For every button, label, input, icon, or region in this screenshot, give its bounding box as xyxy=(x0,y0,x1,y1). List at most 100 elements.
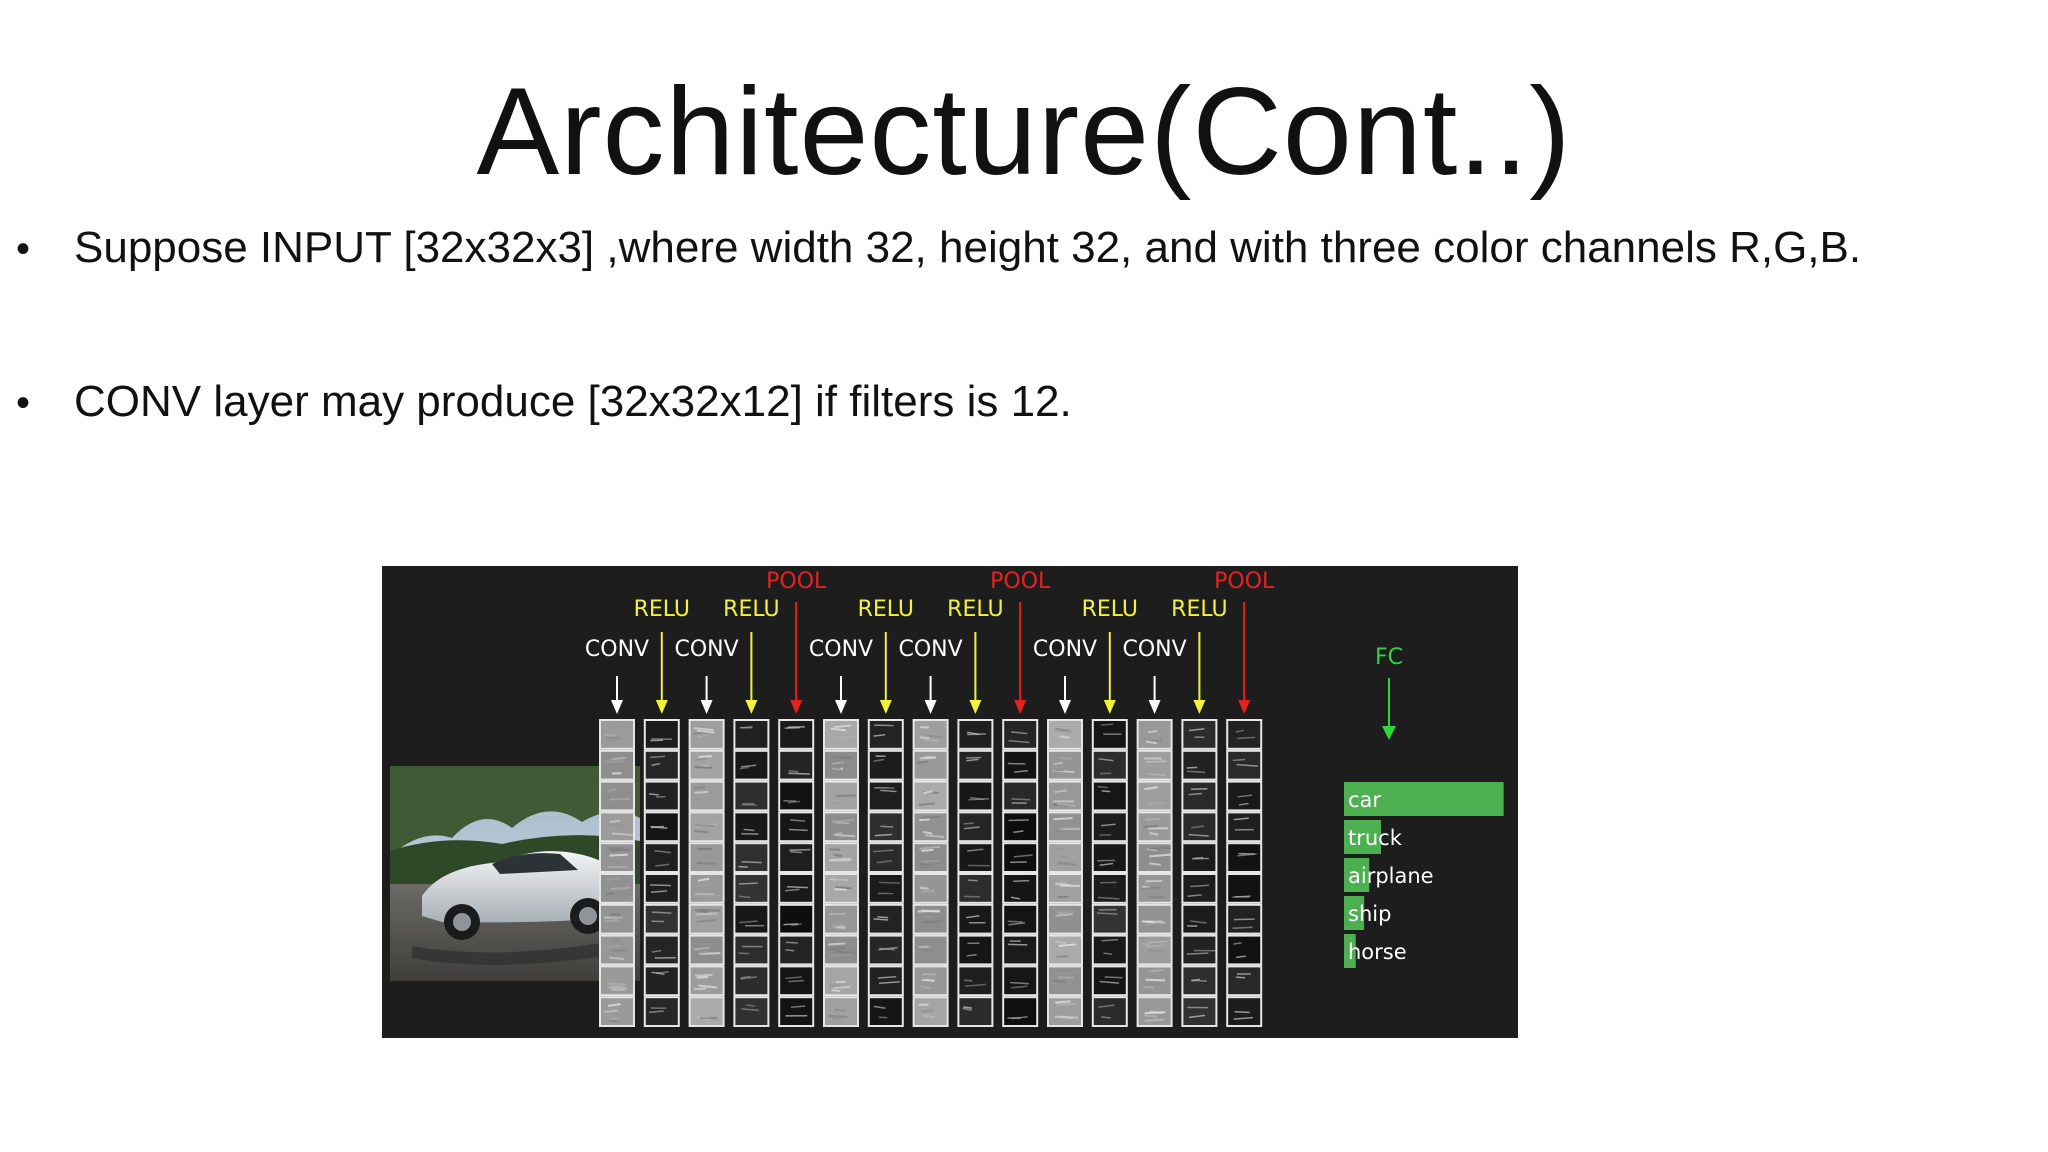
feature-map-column-conv xyxy=(823,719,859,1028)
feature-texture xyxy=(835,926,846,930)
feature-map-column-relu xyxy=(733,719,770,1028)
feature-texture xyxy=(1007,920,1023,923)
feature-texture xyxy=(873,758,884,762)
feature-map-cell xyxy=(867,965,904,997)
feature-texture xyxy=(1058,943,1077,947)
feature-texture xyxy=(1191,978,1201,982)
fc-label: FC xyxy=(1375,645,1403,670)
feature-texture xyxy=(966,953,977,957)
feature-texture xyxy=(828,942,846,946)
feature-texture xyxy=(1098,896,1120,900)
feature-texture xyxy=(789,850,803,854)
feature-texture xyxy=(1010,981,1029,985)
feature-map-cell xyxy=(957,873,994,904)
feature-texture xyxy=(1097,912,1118,915)
fc-arrowhead-icon xyxy=(1382,726,1396,740)
feature-texture xyxy=(740,975,751,979)
feature-texture xyxy=(919,756,936,760)
feature-texture xyxy=(968,798,989,801)
feature-map-column-relu xyxy=(1181,719,1218,1028)
feature-texture xyxy=(1008,739,1030,744)
layer-label-conv: CONV xyxy=(585,637,649,662)
feature-map-column-relu xyxy=(957,719,994,1028)
feature-texture xyxy=(741,803,757,806)
feature-texture xyxy=(739,766,749,770)
feature-texture xyxy=(832,761,844,765)
feature-map-cell xyxy=(643,996,680,1028)
feature-map-cell xyxy=(1091,996,1128,1028)
feature-texture xyxy=(1010,896,1021,900)
feature-texture xyxy=(834,950,856,954)
feature-texture xyxy=(1055,940,1067,945)
feature-map-cell xyxy=(1226,934,1263,966)
feature-map-column-pool xyxy=(1226,719,1263,1028)
feature-texture xyxy=(610,848,631,852)
feature-texture xyxy=(608,1003,621,1007)
feature-map-cell xyxy=(1091,749,1128,781)
feature-texture xyxy=(1053,761,1063,765)
feature-texture xyxy=(1013,830,1024,834)
feature-texture xyxy=(1101,823,1116,827)
layer-label-pool: POOL xyxy=(990,569,1051,594)
feature-texture xyxy=(650,755,665,759)
feature-map-cell xyxy=(778,749,815,781)
feature-map-cell xyxy=(778,873,815,904)
feature-texture xyxy=(1190,884,1210,888)
feature-texture xyxy=(1148,773,1166,777)
feature-texture xyxy=(693,852,708,856)
feature-texture xyxy=(1147,801,1165,806)
feature-texture xyxy=(649,1010,664,1014)
layer-arrowhead-icon xyxy=(1103,700,1116,714)
feature-texture xyxy=(1190,920,1207,924)
feature-texture xyxy=(787,800,800,804)
feature-texture xyxy=(608,827,617,831)
feature-texture xyxy=(611,985,628,990)
feature-texture xyxy=(1187,894,1202,897)
feature-map-cell xyxy=(957,749,994,781)
feature-texture xyxy=(962,1007,972,1011)
feature-texture xyxy=(918,802,935,806)
feature-texture xyxy=(694,786,705,790)
feature-map-cell xyxy=(643,934,680,966)
feature-texture xyxy=(1098,1004,1115,1008)
feature-map-cell xyxy=(867,996,904,1028)
feature-texture xyxy=(1008,922,1026,926)
feature-texture xyxy=(968,879,978,882)
feature-texture xyxy=(693,727,714,732)
car-photo-icon xyxy=(390,766,640,981)
feature-texture xyxy=(1145,817,1161,821)
feature-texture xyxy=(654,849,671,854)
feature-texture xyxy=(829,859,852,862)
feature-texture xyxy=(1011,1015,1028,1020)
feature-map-cell xyxy=(867,749,904,781)
feature-map-cell xyxy=(643,873,680,904)
feature-texture xyxy=(607,788,618,792)
feature-texture xyxy=(1149,831,1159,836)
layer-arrowhead-icon xyxy=(1059,700,1071,714)
feature-texture xyxy=(1188,833,1209,837)
feature-texture xyxy=(1054,789,1068,794)
feature-texture xyxy=(1145,740,1157,745)
feature-texture xyxy=(831,799,843,803)
layer-label-relu: RELU xyxy=(858,597,914,622)
bullet-item: •CONV layer may produce [32x32x12] if fi… xyxy=(16,374,1072,431)
feature-texture xyxy=(699,952,721,955)
feature-texture xyxy=(650,890,668,894)
feature-texture xyxy=(921,920,943,924)
feature-texture xyxy=(1055,971,1078,975)
feature-texture xyxy=(1058,880,1068,884)
feature-texture xyxy=(1191,825,1205,829)
feature-map-cell xyxy=(688,996,725,1028)
feature-texture xyxy=(1149,853,1171,858)
feature-texture xyxy=(1235,729,1245,733)
feature-texture xyxy=(873,849,894,853)
feature-texture xyxy=(605,760,625,764)
feature-map-cell xyxy=(1047,749,1083,781)
layer-label-pool: POOL xyxy=(766,569,827,594)
layer-arrowhead-icon xyxy=(790,700,803,714)
feature-texture xyxy=(694,757,708,762)
feature-map-column-pool xyxy=(778,719,815,1028)
feature-map-cell xyxy=(599,811,635,843)
feature-texture xyxy=(1142,796,1161,800)
